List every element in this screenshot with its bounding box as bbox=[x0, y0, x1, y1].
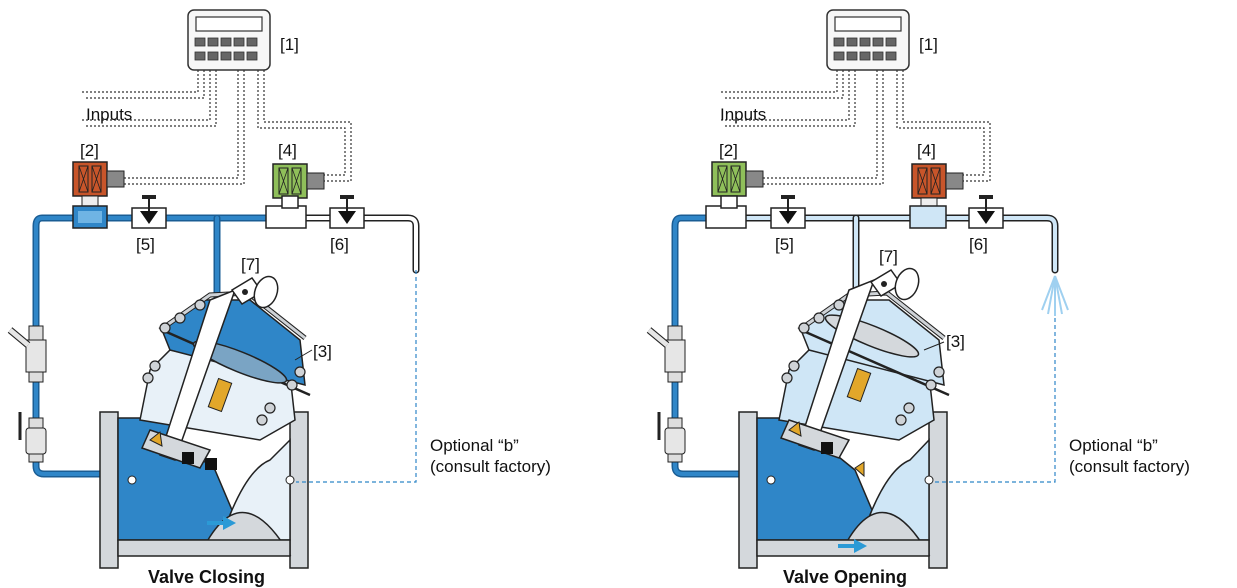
needle-valve-5 bbox=[131, 195, 167, 229]
solenoid-2 bbox=[72, 161, 125, 207]
indicator-label: [7] bbox=[879, 247, 898, 266]
inputs-label: Inputs bbox=[720, 105, 766, 124]
solenoid-2-label: [2] bbox=[719, 141, 738, 160]
optional-label-line1: Optional “b” bbox=[430, 436, 519, 455]
optional-drain-line bbox=[296, 270, 417, 483]
solenoid-4-text: [4] bbox=[278, 141, 297, 160]
needle-valve-6 bbox=[968, 195, 1004, 229]
needle-valve-5-label: [5] bbox=[136, 235, 155, 254]
flow-arrow-icon bbox=[207, 516, 236, 530]
main-valve-closing bbox=[99, 275, 311, 569]
strainer bbox=[7, 325, 47, 383]
strainer bbox=[646, 325, 686, 383]
ball-valve bbox=[657, 412, 686, 463]
ball-valve bbox=[18, 412, 47, 463]
controller-unit bbox=[187, 9, 271, 71]
controller-label: [1] bbox=[280, 35, 299, 54]
optional-label-line2: (consult factory) bbox=[1069, 457, 1190, 476]
panel-valve-opening: [1] Inputs [2] [4] bbox=[646, 9, 1190, 587]
flow-arrow-icon bbox=[838, 539, 867, 553]
optional-drain-line bbox=[935, 318, 1056, 483]
solenoid-4 bbox=[911, 163, 964, 209]
solenoid-2-label: [2] bbox=[80, 141, 99, 160]
control-wires bbox=[719, 70, 991, 185]
optional-label-line2: (consult factory) bbox=[430, 457, 551, 476]
panel-valve-closing: [1] Inputs [2] [4] bbox=[7, 9, 551, 587]
main-valve-label: [3] bbox=[313, 342, 332, 361]
inputs-label: Inputs bbox=[86, 105, 132, 124]
needle-valve-6-label: [6] bbox=[330, 235, 349, 254]
spray-icon bbox=[1041, 275, 1069, 316]
solenoid-4-label: [4] bbox=[917, 141, 936, 160]
main-valve-opening bbox=[738, 267, 950, 569]
optional-label-line1: Optional “b” bbox=[1069, 436, 1158, 455]
needle-valve-5 bbox=[770, 195, 806, 229]
needle-valve-5-label: [5] bbox=[775, 235, 794, 254]
needle-valve-6 bbox=[329, 195, 365, 229]
indicator-label: [7] bbox=[241, 255, 260, 274]
control-wires bbox=[80, 70, 352, 185]
controller-label: [1] bbox=[919, 35, 938, 54]
panel-title: Valve Closing bbox=[148, 567, 265, 587]
needle-valve-6-label: [6] bbox=[969, 235, 988, 254]
panel-title: Valve Opening bbox=[783, 567, 907, 587]
main-valve-label: [3] bbox=[946, 332, 965, 351]
controller-unit bbox=[826, 9, 910, 71]
